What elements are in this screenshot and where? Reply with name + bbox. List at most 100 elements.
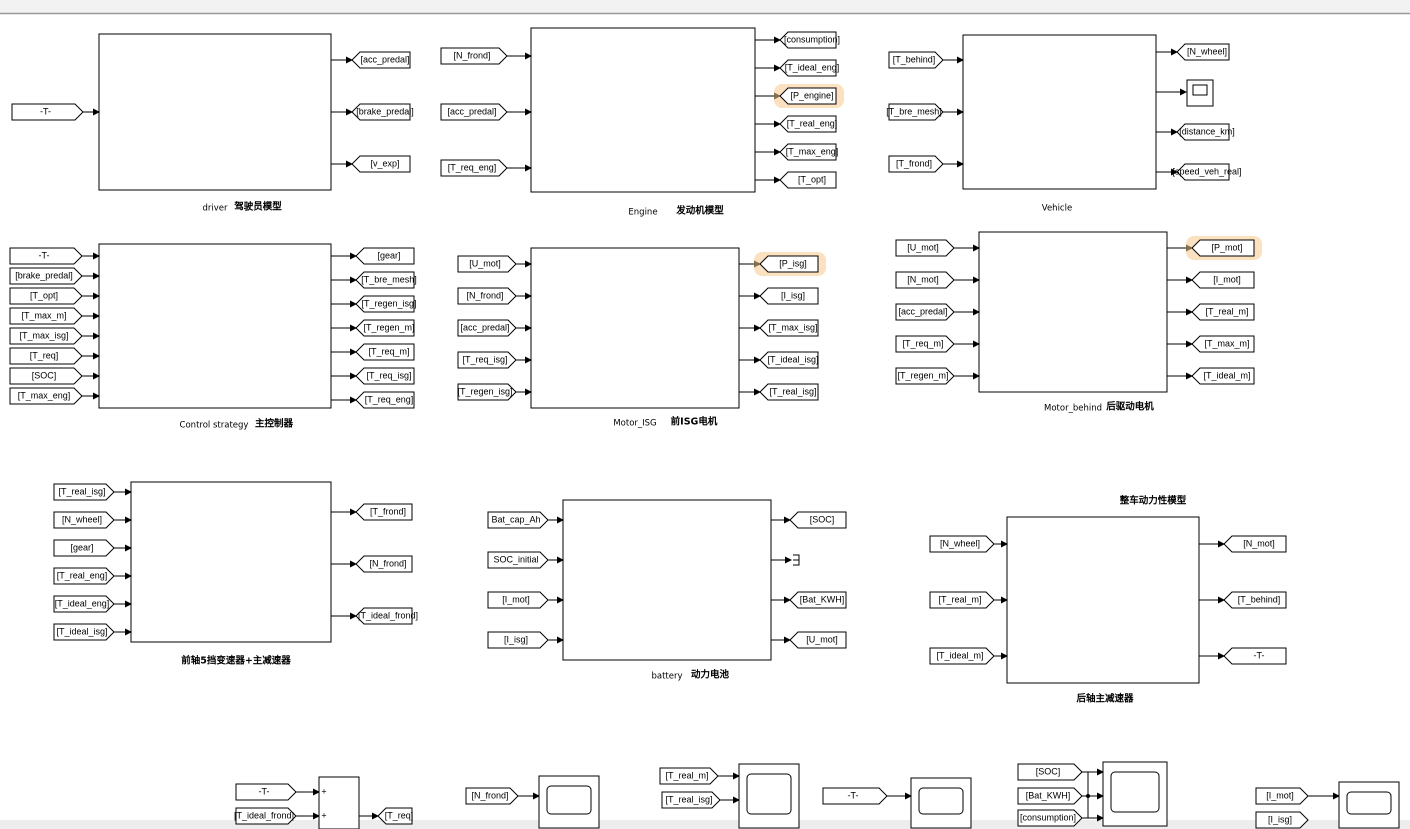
battery-terminator[interactable] — [793, 554, 800, 566]
engine-input-tag-1[interactable] — [440, 103, 508, 121]
battery-input-tag-3[interactable] — [487, 631, 549, 649]
scope4-block[interactable] — [1102, 761, 1168, 827]
engine-output-tag-5[interactable] — [779, 171, 837, 189]
sum-block[interactable] — [318, 776, 360, 829]
driver-block-frame[interactable] — [98, 33, 332, 191]
vehicle-input-tag-1[interactable] — [888, 103, 944, 121]
sum-input-tag-1[interactable] — [235, 807, 297, 825]
battery-block-frame[interactable] — [562, 499, 772, 661]
block-rearmotor[interactable]: [U_mot][N_mot][acc_predal][T_req_m][T_re… — [895, 231, 1262, 414]
scope1-input-tag[interactable] — [465, 787, 519, 805]
engine-input-tag-2[interactable] — [440, 159, 508, 177]
driver-input-tag-0[interactable] — [11, 103, 84, 121]
rearmotor-input-tag-0[interactable] — [895, 239, 955, 257]
engine-output-tag-1[interactable] — [779, 59, 837, 77]
gearbox-output-tag-0[interactable] — [355, 503, 413, 521]
isg-output-tag-3[interactable] — [759, 351, 819, 369]
reardiff-input-tag-0[interactable] — [929, 535, 995, 553]
vehicle-output-tag-0[interactable] — [1176, 43, 1230, 61]
engine-output-tag-3[interactable] — [779, 115, 837, 133]
vehicle-block-frame[interactable] — [962, 34, 1157, 190]
driver-output-tag-2[interactable] — [351, 155, 411, 173]
scope5-input-tag-0[interactable] — [1255, 787, 1309, 805]
sum-output-tag[interactable] — [377, 807, 413, 825]
rearmotor-input-tag-4[interactable] — [895, 367, 955, 385]
scope4-input-tag-0[interactable] — [1017, 763, 1083, 781]
block-battery[interactable]: Bat_cap_AhSOC_initial[I_mot][I_isg][SOC]… — [487, 499, 847, 682]
reardiff-output-tag-0[interactable] — [1223, 535, 1287, 553]
scope5-block[interactable] — [1338, 781, 1400, 829]
reardiff-output-tag-1[interactable] — [1223, 591, 1287, 609]
gearbox-block-frame[interactable] — [130, 481, 332, 643]
battery-input-tag-1[interactable] — [487, 551, 549, 569]
engine-output-tag-2[interactable] — [779, 87, 837, 105]
isg-output-tag-4[interactable] — [759, 383, 819, 401]
rearmotor-output-tag-4[interactable] — [1191, 367, 1255, 385]
scope3-input-tag[interactable] — [822, 787, 888, 805]
scope2-input-tag-1[interactable] — [661, 791, 721, 809]
isg-input-tag-1[interactable] — [457, 287, 517, 305]
control-output-tag-0[interactable] — [355, 247, 415, 265]
battery-output-tag-3[interactable] — [789, 631, 847, 649]
control-input-tag-7[interactable] — [9, 387, 83, 405]
gearbox-input-tag-4[interactable] — [53, 595, 115, 613]
gearbox-output-tag-1[interactable] — [355, 555, 413, 573]
engine-input-tag-0[interactable] — [440, 47, 508, 65]
rearmotor-output-tag-3[interactable] — [1191, 335, 1255, 353]
rearmotor-output-tag-1[interactable] — [1191, 271, 1255, 289]
control-input-tag-2[interactable] — [9, 287, 83, 305]
control-input-tag-1[interactable] — [9, 267, 83, 285]
block-control[interactable]: -T-[brake_predal][T_opt][T_max_m][T_max_… — [9, 243, 417, 431]
gearbox-output-tag-2[interactable] — [355, 607, 413, 625]
control-input-tag-5[interactable] — [9, 347, 83, 365]
block-isg[interactable]: isg电机[U_mot][N_frond][acc_predal][T_req_… — [457, 247, 826, 429]
gearbox-input-tag-3[interactable] — [53, 567, 115, 585]
battery-output-tag-0[interactable] — [789, 511, 847, 529]
isg-input-tag-4[interactable] — [457, 383, 517, 401]
isg-output-tag-2[interactable] — [759, 319, 819, 337]
control-input-tag-0[interactable] — [9, 247, 83, 265]
gearbox-input-tag-2[interactable] — [53, 539, 115, 557]
sum-input-tag-0[interactable] — [235, 783, 297, 801]
vehicle-input-tag-2[interactable] — [888, 155, 944, 173]
rearmotor-input-tag-1[interactable] — [895, 271, 955, 289]
reardiff-block-frame[interactable] — [1006, 516, 1200, 684]
scope3-block[interactable] — [910, 777, 972, 829]
control-output-tag-1[interactable] — [355, 271, 415, 289]
isg-block-frame[interactable] — [530, 247, 740, 409]
engine-output-tag-4[interactable] — [779, 143, 837, 161]
rearmotor-block-frame[interactable] — [978, 231, 1168, 393]
scope1-block[interactable] — [538, 775, 600, 829]
control-input-tag-3[interactable] — [9, 307, 83, 325]
bottom-scroll-strip[interactable] — [0, 820, 1410, 829]
driver-output-tag-0[interactable] — [351, 51, 411, 69]
driver-output-tag-1[interactable] — [351, 103, 411, 121]
vehicle-input-tag-0[interactable] — [888, 51, 944, 69]
rearmotor-input-tag-3[interactable] — [895, 335, 955, 353]
battery-input-tag-0[interactable] — [487, 511, 549, 529]
block-reardiff[interactable]: [N_wheel][T_real_m][T_ideal_m][N_mot][T_… — [929, 516, 1287, 705]
control-block-frame[interactable] — [98, 243, 332, 409]
battery-input-tag-2[interactable] — [487, 591, 549, 609]
reardiff-input-tag-1[interactable] — [929, 591, 995, 609]
scope4-input-tag-1[interactable] — [1017, 787, 1083, 805]
scope5-input-tag-1[interactable] — [1255, 811, 1309, 829]
gearbox-input-tag-1[interactable] — [53, 511, 115, 529]
isg-input-tag-0[interactable] — [457, 255, 517, 273]
control-output-tag-3[interactable] — [355, 319, 415, 337]
control-output-tag-2[interactable] — [355, 295, 415, 313]
battery-output-tag-2[interactable] — [789, 591, 847, 609]
isg-output-tag-0[interactable] — [759, 255, 819, 273]
control-input-tag-6[interactable] — [9, 367, 83, 385]
block-vehicle[interactable]: [T_behind][T_bre_mesh][T_frond][N_wheel]… — [886, 34, 1242, 214]
isg-input-tag-3[interactable] — [457, 351, 517, 369]
control-output-tag-4[interactable] — [355, 343, 415, 361]
isg-input-tag-2[interactable] — [457, 319, 517, 337]
scope2-input-tag-0[interactable] — [659, 767, 719, 785]
engine-output-tag-0[interactable] — [779, 31, 837, 49]
control-input-tag-4[interactable] — [9, 327, 83, 345]
control-output-tag-5[interactable] — [355, 367, 415, 385]
vehicle-scope[interactable] — [1186, 79, 1214, 107]
vehicle-output-tag-3[interactable] — [1176, 163, 1230, 181]
block-gearbox[interactable]: [T_real_isg][N_wheel][gear][T_real_eng][… — [53, 481, 418, 667]
